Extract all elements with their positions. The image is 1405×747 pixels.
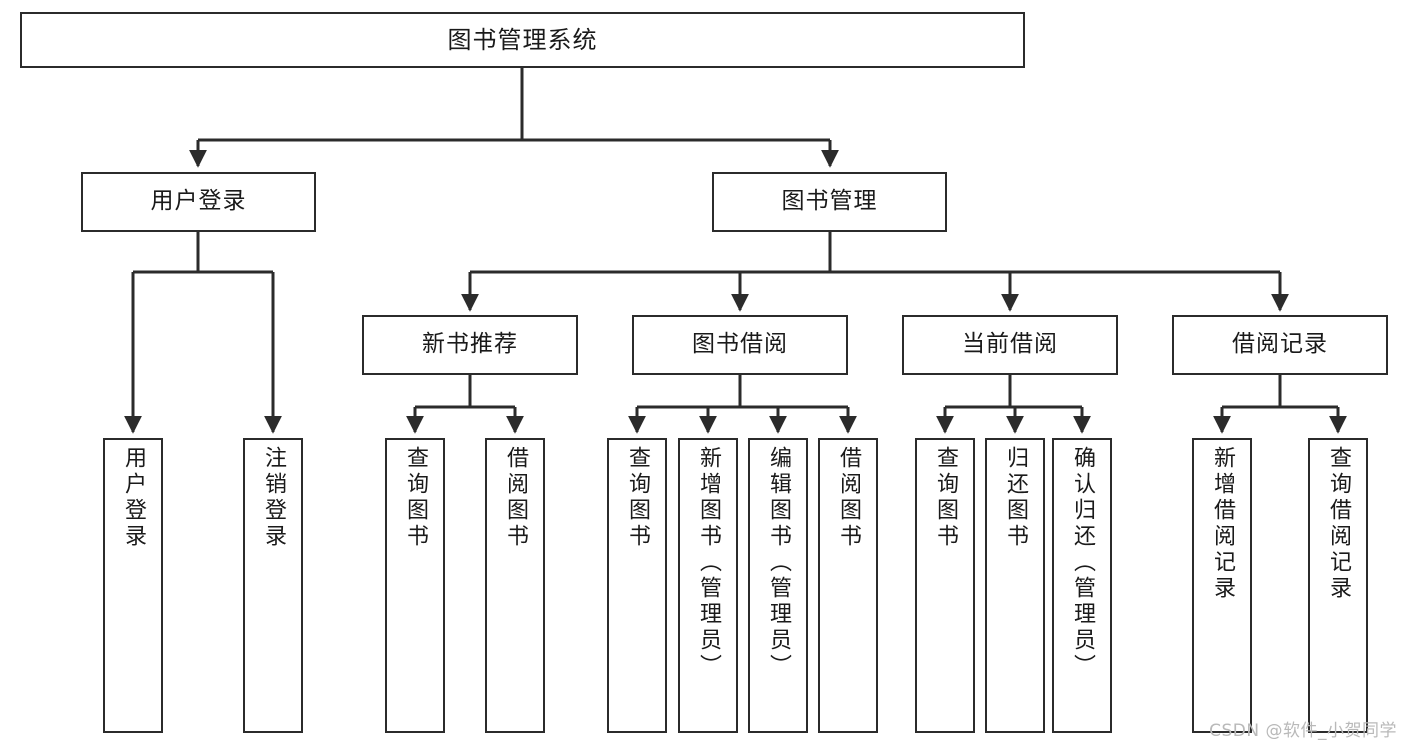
- leaf-user-login[interactable]: 用户登录: [103, 438, 163, 733]
- node-label: 确认归还（管理员）: [1070, 446, 1095, 680]
- leaf-add-book-admin[interactable]: 新增图书（管理员）: [678, 438, 738, 733]
- node-label: 图书管理系统: [447, 25, 598, 54]
- node-label: 借阅图书: [503, 446, 528, 550]
- node-label: 查询图书: [403, 446, 428, 550]
- node-label: 新增图书（管理员）: [696, 446, 721, 680]
- node-label: 新增借阅记录: [1210, 446, 1235, 602]
- node-label: 当前借阅: [962, 331, 1058, 358]
- node-label: 查询图书: [933, 446, 958, 550]
- leaf-query-books-recommend[interactable]: 查询图书: [385, 438, 445, 733]
- node-label: 图书管理: [781, 188, 878, 215]
- leaf-edit-book-admin[interactable]: 编辑图书（管理员）: [748, 438, 808, 733]
- node-label: 查询借阅记录: [1326, 446, 1351, 602]
- node-label: 注销登录: [261, 446, 286, 550]
- node-user-login[interactable]: 用户登录: [81, 172, 316, 232]
- leaf-return-books[interactable]: 归还图书: [985, 438, 1045, 733]
- node-label: 查询图书: [625, 446, 650, 550]
- node-label: 图书借阅: [692, 331, 788, 358]
- leaf-query-borrow-record[interactable]: 查询借阅记录: [1308, 438, 1368, 733]
- node-label: 用户登录: [150, 188, 247, 215]
- leaf-add-borrow-record[interactable]: 新增借阅记录: [1192, 438, 1252, 733]
- node-label: 借阅图书: [836, 446, 861, 550]
- leaf-logout[interactable]: 注销登录: [243, 438, 303, 733]
- node-label: 归还图书: [1003, 446, 1028, 550]
- leaf-query-books-current[interactable]: 查询图书: [915, 438, 975, 733]
- node-label: 新书推荐: [422, 331, 518, 358]
- node-book-borrow[interactable]: 图书借阅: [632, 315, 848, 375]
- node-book-management[interactable]: 图书管理: [712, 172, 947, 232]
- leaf-query-books-borrow[interactable]: 查询图书: [607, 438, 667, 733]
- node-label: 借阅记录: [1232, 331, 1328, 358]
- leaf-borrow-books[interactable]: 借阅图书: [818, 438, 878, 733]
- node-current-borrow[interactable]: 当前借阅: [902, 315, 1118, 375]
- node-new-book-recommend[interactable]: 新书推荐: [362, 315, 578, 375]
- leaf-borrow-books-recommend[interactable]: 借阅图书: [485, 438, 545, 733]
- node-label: 用户登录: [121, 446, 146, 550]
- leaf-confirm-return-admin[interactable]: 确认归还（管理员）: [1052, 438, 1112, 733]
- node-label: 编辑图书（管理员）: [766, 446, 791, 680]
- node-borrow-records[interactable]: 借阅记录: [1172, 315, 1388, 375]
- node-root-system[interactable]: 图书管理系统: [20, 12, 1025, 68]
